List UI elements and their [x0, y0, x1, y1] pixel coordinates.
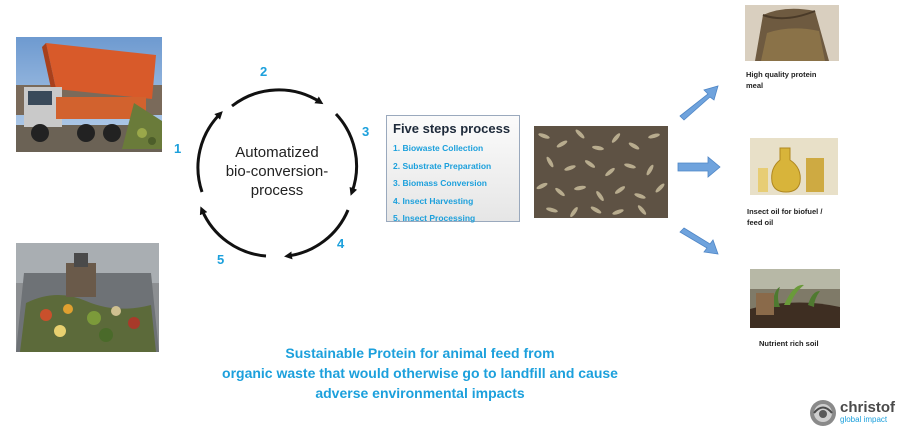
nutrient-soil-photo: [750, 269, 840, 328]
insect-oil-label: Insect oil for biofuel / feed oil: [747, 207, 823, 227]
five-steps-process-box: Five steps process 1. Biowaste Collectio…: [386, 115, 520, 223]
truck-dumping-waste-photo: [16, 37, 162, 152]
process-step-1: 1. Biowaste Collection: [393, 143, 484, 153]
sustainable-protein-tagline: Sustainable Protein for animal feed from…: [222, 345, 618, 401]
christof-logo: christof global impact: [806, 396, 904, 430]
cycle-step-3: 3: [362, 124, 370, 139]
process-step-5: 5. Insect Processing: [393, 213, 476, 223]
cycle-arrow-1: [196, 111, 223, 193]
process-cycle-diagram: [196, 88, 359, 260]
brand-subtitle: global impact: [840, 415, 888, 424]
process-step-2: 2. Substrate Preparation: [393, 160, 492, 171]
cycle-step-5: 5: [217, 252, 225, 267]
insect-oil-photo: [750, 138, 838, 195]
process-box-title: Five steps process: [393, 121, 511, 136]
cycle-arrow-4: [284, 209, 350, 260]
insect-larvae-photo: [534, 126, 668, 218]
christof-swirl-icon: [810, 400, 836, 426]
cycle-step-2: 2: [260, 64, 268, 79]
cycle-arrow-3: [334, 112, 359, 196]
protein-meal-label: High quality protein meal: [746, 70, 817, 90]
cycle-arrow-2: [231, 88, 324, 108]
arrow-to-protein-icon: [679, 85, 719, 121]
nutrient-soil-label: Nutrient rich soil: [759, 339, 819, 348]
arrow-to-soil-icon: [679, 227, 719, 255]
process-step-4: 4. Insect Harvesting: [393, 195, 474, 206]
cycle-step-1: 1: [174, 141, 182, 156]
process-step-3: 3. Biomass Conversion: [393, 178, 488, 188]
food-waste-bin-photo: [16, 243, 159, 352]
cycle-arrow-5: [199, 206, 267, 258]
cycle-center-label: Automatized bio-conversion- process: [225, 144, 329, 199]
output-arrows: [677, 85, 721, 255]
brand-name: christof: [840, 399, 896, 416]
cycle-step-4: 4: [337, 236, 345, 251]
arrow-to-oil-icon: [677, 156, 721, 178]
protein-meal-photo: [745, 5, 839, 61]
